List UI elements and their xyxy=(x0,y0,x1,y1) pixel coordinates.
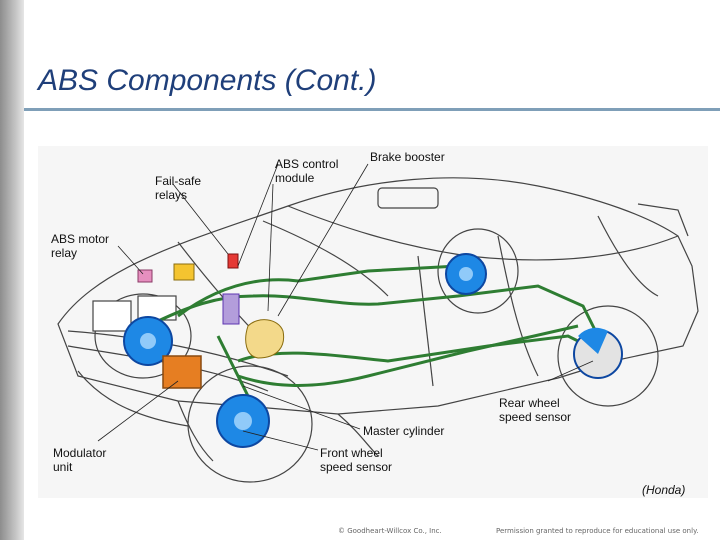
abs-diagram-figure: Fail-safe relays ABS control module Brak… xyxy=(38,146,708,498)
label-abs-motor-relay: ABS motor relay xyxy=(51,232,110,260)
slide-left-band xyxy=(0,0,24,540)
label-front-wheel-speed-sensor: Front wheel speed sensor xyxy=(320,446,393,474)
permission-notice: Permission granted to reproduce for educ… xyxy=(496,527,699,535)
label-master-cylinder: Master cylinder xyxy=(363,424,445,438)
image-credit: (Honda) xyxy=(642,483,686,497)
callout-leader-lines xyxy=(97,163,594,451)
label-fail-safe-relays: Fail-safe relays xyxy=(155,174,202,202)
slide-title: ABS Components (Cont.) xyxy=(38,64,377,97)
label-modulator-unit: Modulator unit xyxy=(53,446,107,474)
car-body-outline xyxy=(57,177,699,483)
label-brake-booster: Brake booster xyxy=(370,150,445,164)
label-rear-wheel-speed-sensor: Rear wheel speed sensor xyxy=(499,396,572,424)
brake-lines xyxy=(147,264,600,397)
car-cutaway-illustration xyxy=(57,163,699,483)
title-divider xyxy=(24,108,720,111)
label-abs-control-module: ABS control module xyxy=(275,157,339,185)
copyright-notice: © Goodheart-Willcox Co., Inc. xyxy=(338,527,442,535)
